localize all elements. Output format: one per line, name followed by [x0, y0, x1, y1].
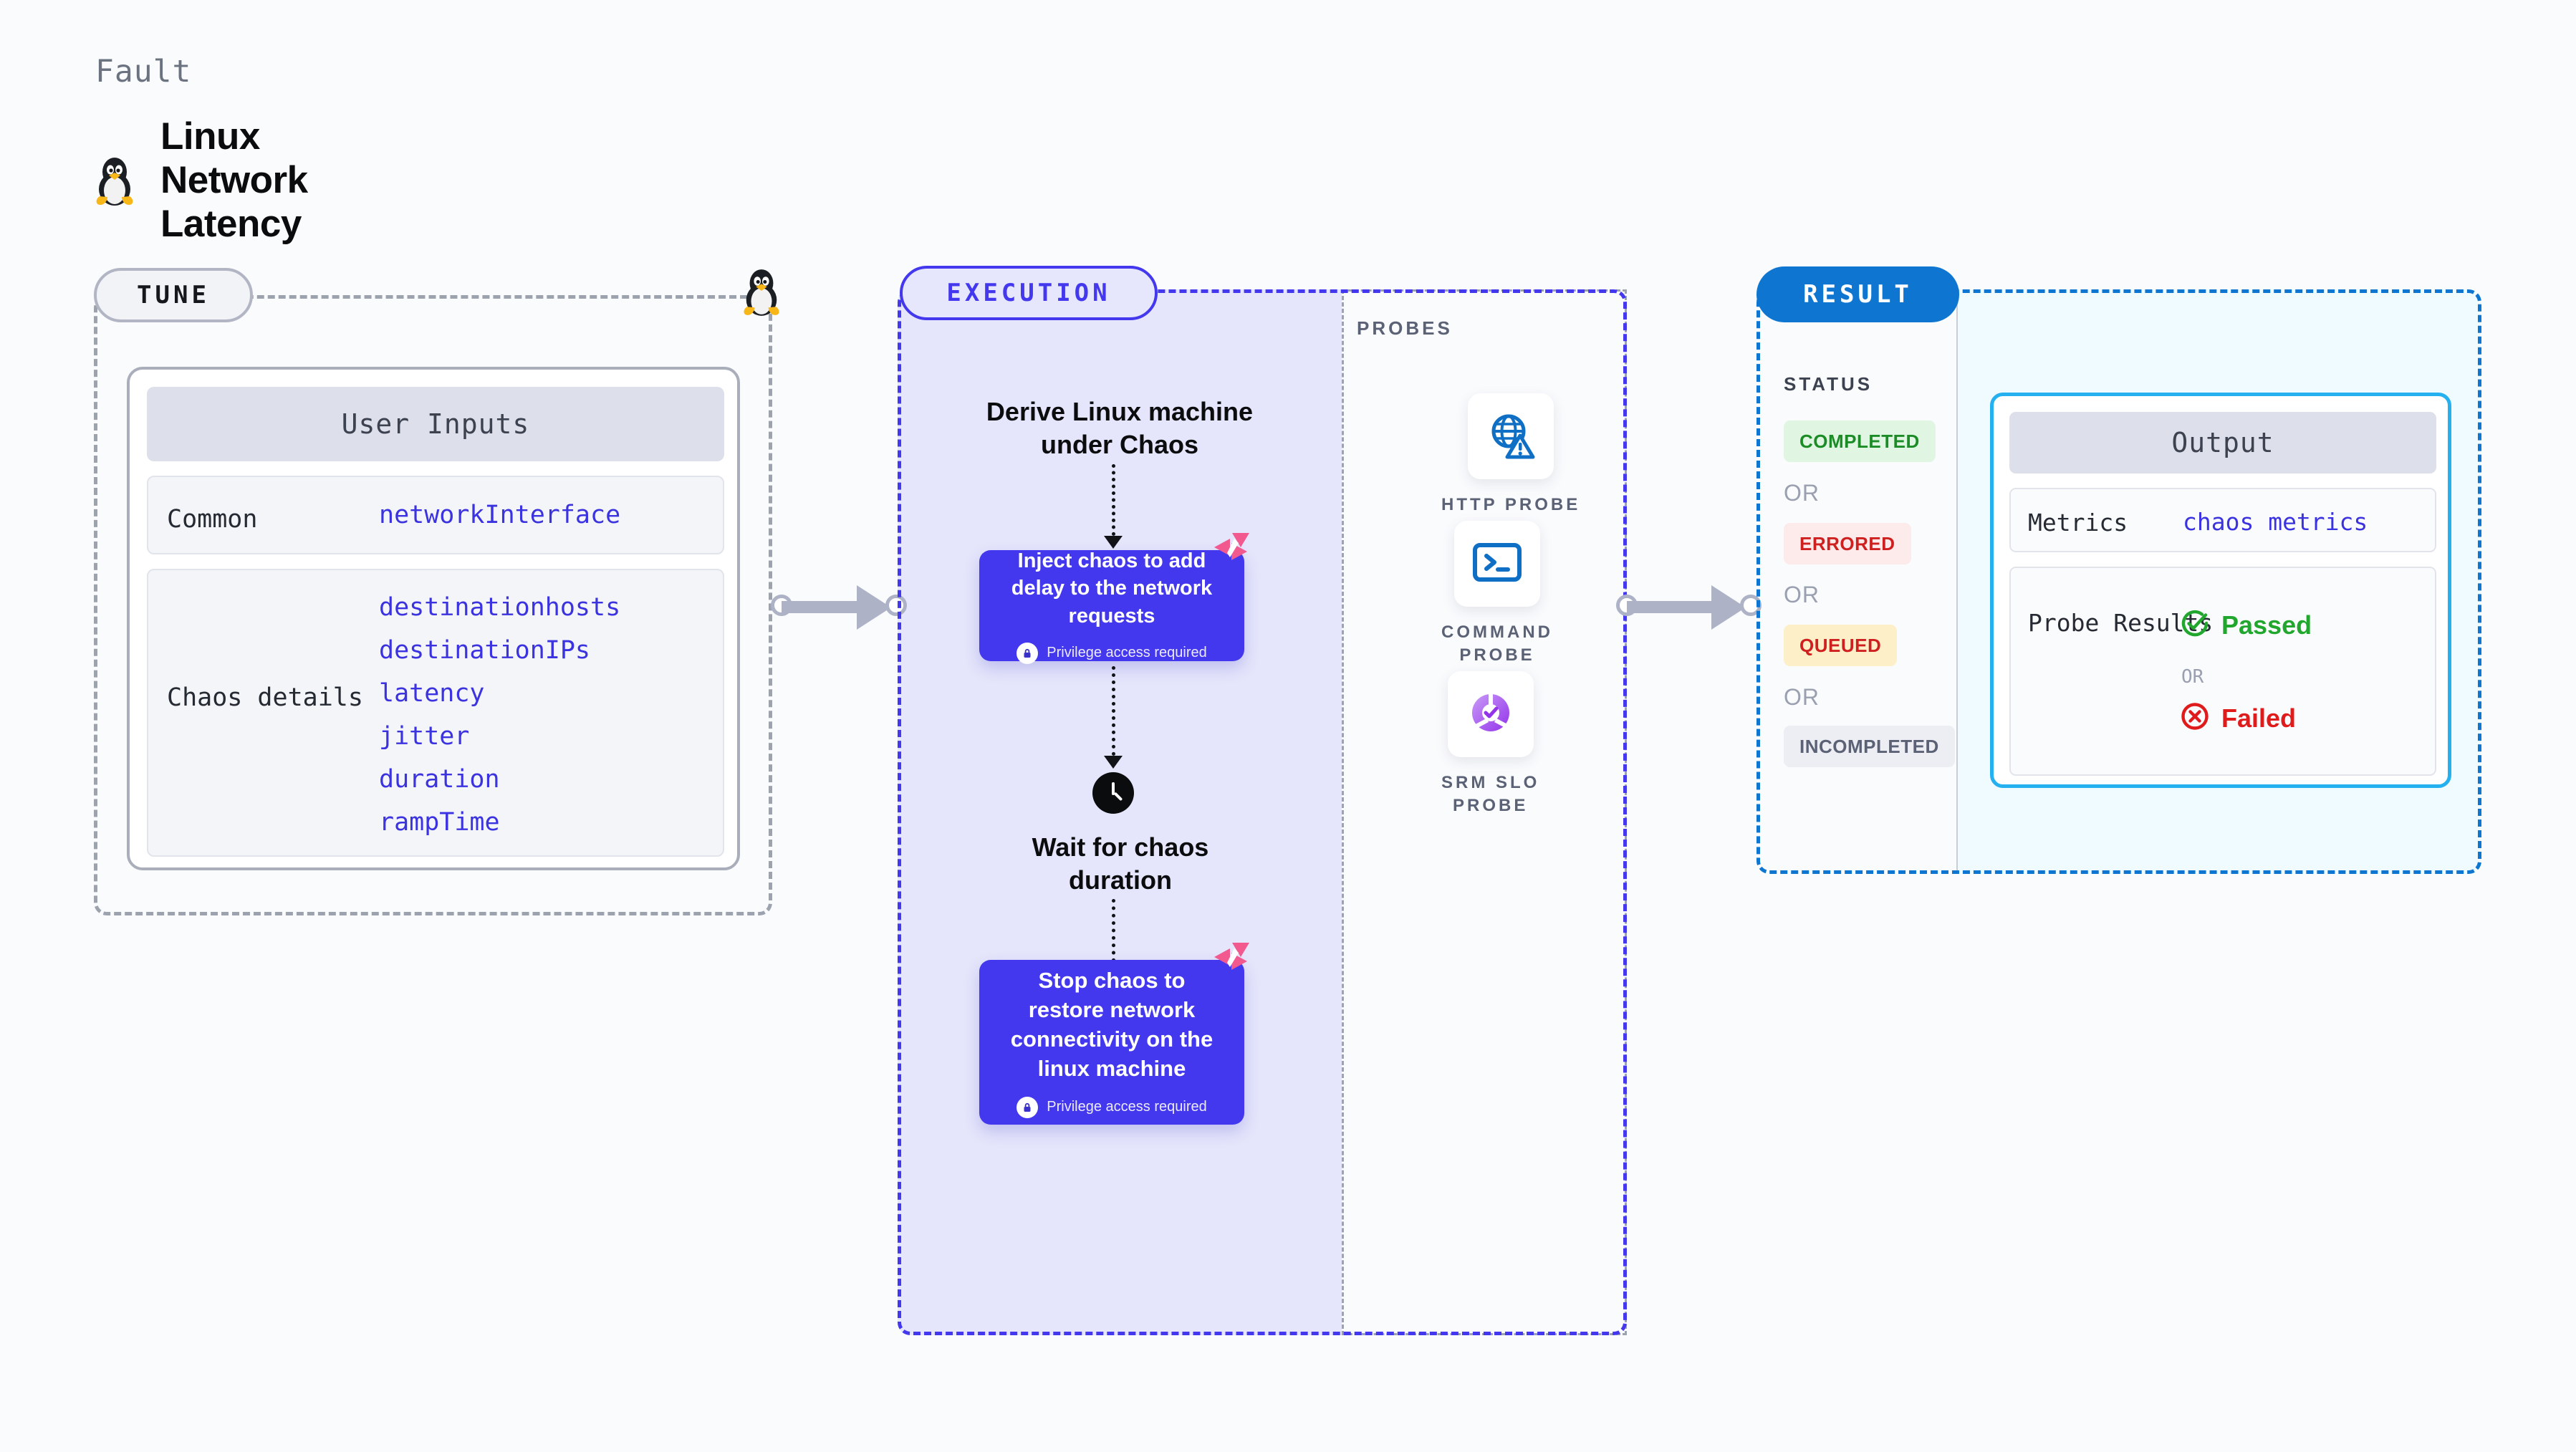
status-title: STATUS — [1784, 373, 1873, 395]
execution-section-pill[interactable]: EXECUTION — [900, 266, 1158, 320]
connector-tune-to-execution — [771, 585, 911, 630]
terminal-icon — [1471, 540, 1524, 588]
derive-step-label: Derive Linux machine under Chaos — [986, 397, 1254, 460]
flow-arrow-dots — [1112, 464, 1115, 536]
status-badge-errored: ERRORED — [1784, 523, 1911, 564]
connector-end-dot — [885, 595, 907, 616]
lock-icon — [1017, 642, 1039, 664]
output-card: Output Metrics chaos metrics Probe Resul… — [1990, 393, 2451, 788]
tune-row-value[interactable]: jitter — [379, 722, 470, 751]
status-or-separator: OR — [1784, 582, 1820, 607]
tune-row: Common networkInterface — [147, 476, 724, 554]
privilege-note-row: Privilege access required — [1017, 1096, 1207, 1118]
result-section-pill[interactable]: RESULT — [1756, 266, 1959, 322]
tux-penguin-icon — [741, 266, 782, 320]
probe-result-passed: Passed — [2180, 608, 2312, 642]
status-badge-queued: QUEUED — [1784, 625, 1898, 666]
flow-arrow-dots — [1112, 899, 1115, 962]
page-title: Linux Network Latency — [160, 115, 308, 245]
wait-step-label: Wait for chaos duration — [1032, 832, 1209, 895]
chaos-logo-icon — [1210, 938, 1254, 984]
tune-row-value[interactable]: networkInterface — [379, 501, 621, 529]
tune-section-pill[interactable]: TUNE — [94, 268, 253, 322]
probe-failed-label: Failed — [2221, 703, 2297, 733]
output-row-metrics: Metrics chaos metrics — [2009, 488, 2436, 552]
lock-icon — [1017, 1096, 1039, 1118]
output-row-probe-results: Probe Results Passed OR Failed — [2009, 567, 2436, 776]
probe-label: SRM SLO PROBE — [1441, 773, 1540, 816]
page-kicker: Fault — [95, 54, 192, 90]
stop-chaos-title: Stop chaos to restore network connectivi… — [1010, 968, 1213, 1081]
privilege-note-text: Privilege access required — [1047, 645, 1207, 661]
probe-label: COMMAND PROBE — [1441, 622, 1553, 665]
slo-donut-check-icon — [1464, 686, 1517, 743]
stop-chaos-card[interactable]: Stop chaos to restore network connectivi… — [979, 943, 1249, 1125]
flow-arrow-dots — [1112, 666, 1115, 756]
tune-row-value[interactable]: destinationIPs — [379, 636, 591, 665]
probe-item-srm-slo[interactable]: SRM SLO PROBE — [1441, 628, 1539, 818]
chaos-logo-icon — [1210, 529, 1254, 574]
tune-row-key: Common — [167, 505, 258, 534]
status-or-separator: OR — [1784, 480, 1820, 506]
probes-title: PROBES — [1357, 317, 1453, 339]
tune-panel — [94, 295, 772, 915]
output-title: Output — [2009, 412, 2436, 473]
tune-row-value[interactable]: rampTime — [379, 808, 500, 837]
tune-row-value[interactable]: latency — [379, 679, 485, 708]
status-badge-incompleted: INCOMPLETED — [1784, 726, 1955, 767]
tune-row-value[interactable]: duration — [379, 765, 500, 794]
connector-execution-to-result — [1616, 585, 1768, 630]
privilege-note-text: Privilege access required — [1047, 1099, 1207, 1115]
tux-penguin-icon — [93, 155, 136, 206]
inject-chaos-card[interactable]: Inject chaos to add delay to the network… — [979, 533, 1249, 664]
privilege-note-row: Privilege access required — [1017, 642, 1207, 664]
probe-item-command[interactable]: COMMAND PROBE — [1441, 478, 1553, 668]
output-metrics-key: Metrics — [2028, 509, 2128, 537]
tune-row-value[interactable]: destinationhosts — [379, 593, 621, 622]
probe-item-http[interactable]: HTTP PROBE — [1441, 393, 1580, 516]
probe-tile — [1447, 671, 1534, 757]
probe-label: HTTP PROBE — [1441, 495, 1581, 514]
globe-warning-icon — [1484, 408, 1537, 465]
tune-row-key: Chaos details — [167, 683, 363, 712]
probe-result-failed: Failed — [2180, 701, 2296, 735]
connector-line — [1627, 601, 1733, 613]
execution-panel — [898, 289, 1627, 1335]
x-circle-icon — [2180, 701, 2210, 735]
output-metrics-value[interactable]: chaos metrics — [2183, 508, 2368, 536]
probe-tile — [1453, 521, 1540, 607]
probe-result-or-separator: OR — [2181, 666, 2204, 688]
page-title-row: Linux Network Latency — [93, 115, 308, 246]
status-badge-completed: COMPLETED — [1784, 420, 1936, 462]
check-circle-icon — [2180, 608, 2210, 642]
user-inputs-card: User Inputs Common networkInterface Chao… — [127, 367, 740, 870]
probe-passed-label: Passed — [2221, 610, 2312, 640]
tune-row: Chaos details destinationhosts destinati… — [147, 569, 724, 857]
flow-arrowhead — [1104, 756, 1123, 769]
user-inputs-title: User Inputs — [147, 387, 724, 461]
probe-tile — [1468, 393, 1554, 479]
connector-line — [782, 601, 878, 613]
flow-arrowhead — [1104, 536, 1123, 549]
inject-chaos-title: Inject chaos to add delay to the network… — [1011, 549, 1213, 628]
clock-icon — [1092, 772, 1134, 814]
result-panel — [1756, 289, 2481, 874]
status-or-separator: OR — [1784, 684, 1820, 710]
result-divider — [1956, 293, 1958, 870]
